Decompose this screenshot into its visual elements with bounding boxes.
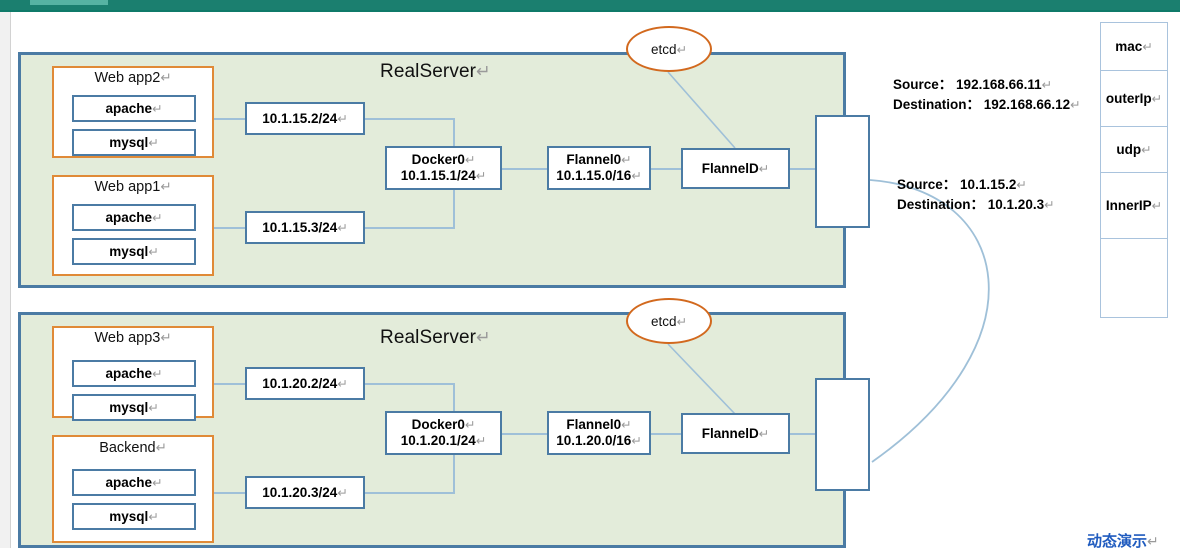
connector-flanneld-gateway	[790, 168, 820, 170]
title-bar-underline	[0, 10, 1180, 12]
etcd-node-bottom: etcd↵	[626, 298, 712, 344]
ip-box-10-1-15-2: 10.1.15.2/24↵	[245, 102, 365, 135]
packet-layer-mac: mac↵	[1101, 23, 1167, 71]
ip-box-10-1-20-2: 10.1.20.2/24↵	[245, 367, 365, 400]
connector-docker-flannel0	[502, 168, 547, 170]
flannel0-box-top: Flannel0↵ 10.1.15.0/16↵	[547, 146, 651, 190]
packet-layer-payload	[1101, 239, 1167, 317]
left-rail	[0, 12, 11, 548]
service-box-mysql: mysql↵	[72, 394, 196, 421]
packet-layer-outerip: outerIp↵	[1101, 71, 1167, 127]
footer-note: 动态演示↵	[1087, 533, 1159, 548]
connector-flannel0-flanneld-bottom	[651, 433, 681, 435]
service-box-mysql: mysql↵	[72, 129, 196, 156]
connector-ip20-2-docker-h	[365, 383, 455, 385]
service-box-mysql: mysql↵	[72, 503, 196, 530]
title-bar	[0, 0, 1180, 10]
service-box-apache: apache↵	[72, 360, 196, 387]
packet-layer-innerip: InnerIP↵	[1101, 173, 1167, 239]
connector-ip2-docker-h	[365, 118, 455, 120]
connector-docker-flannel0-bottom	[502, 433, 547, 435]
connector-ip2-docker-v	[453, 118, 455, 146]
connector-ip20-3-docker-v	[453, 455, 455, 494]
gateway-box-bottom	[815, 378, 870, 491]
flanneld-box-top: FlannelD↵	[681, 148, 790, 189]
service-box-apache: apache↵	[72, 95, 196, 122]
connector-backend-ip	[213, 492, 247, 494]
app-group-title-web-app3: Web app3↵	[94, 330, 172, 346]
service-box-mysql: mysql↵	[72, 238, 196, 265]
etcd-node-top: etcd↵	[626, 26, 712, 72]
annotation-inner-header: Source： 10.1.15.2↵ Destination： 10.1.20.…	[897, 177, 1055, 212]
app-group-title-backend: Backend↵	[99, 440, 167, 456]
title-bar-accent	[30, 0, 108, 5]
connector-flanneld-gateway-bottom	[790, 433, 820, 435]
packet-layer-udp: udp↵	[1101, 127, 1167, 173]
connector-app3-ip	[213, 383, 247, 385]
connector-ip20-3-docker-h	[365, 492, 455, 494]
ip-box-10-1-15-3: 10.1.15.3/24↵	[245, 211, 365, 244]
connector-ip3-docker-v	[453, 190, 455, 229]
connector-ip20-2-docker-v	[453, 383, 455, 411]
flanneld-box-bottom: FlannelD↵	[681, 413, 790, 454]
docker0-box-top: Docker0↵ 10.1.15.1/24↵	[385, 146, 502, 190]
connector-app2-ip	[213, 118, 247, 120]
app-group-title-web-app1: Web app1↵	[94, 179, 172, 195]
connector-app1-ip	[213, 227, 247, 229]
docker0-box-bottom: Docker0↵ 10.1.20.1/24↵	[385, 411, 502, 455]
flannel0-box-bottom: Flannel0↵ 10.1.20.0/16↵	[547, 411, 651, 455]
annotation-outer-header: Source： 192.168.66.11↵ Destination： 192.…	[893, 77, 1081, 112]
packet-stack: mac↵ outerIp↵ udp↵ InnerIP↵	[1100, 22, 1168, 318]
connector-ip3-docker-h	[365, 227, 455, 229]
service-box-apache: apache↵	[72, 204, 196, 231]
realserver-title-bottom: RealServer↵	[380, 327, 491, 348]
service-box-apache: apache↵	[72, 469, 196, 496]
ip-box-10-1-20-3: 10.1.20.3/24↵	[245, 476, 365, 509]
connector-flannel0-flanneld	[651, 168, 681, 170]
gateway-box-top	[815, 115, 870, 228]
app-group-title-web-app2: Web app2↵	[94, 70, 172, 86]
realserver-title-top: RealServer↵	[380, 61, 491, 82]
